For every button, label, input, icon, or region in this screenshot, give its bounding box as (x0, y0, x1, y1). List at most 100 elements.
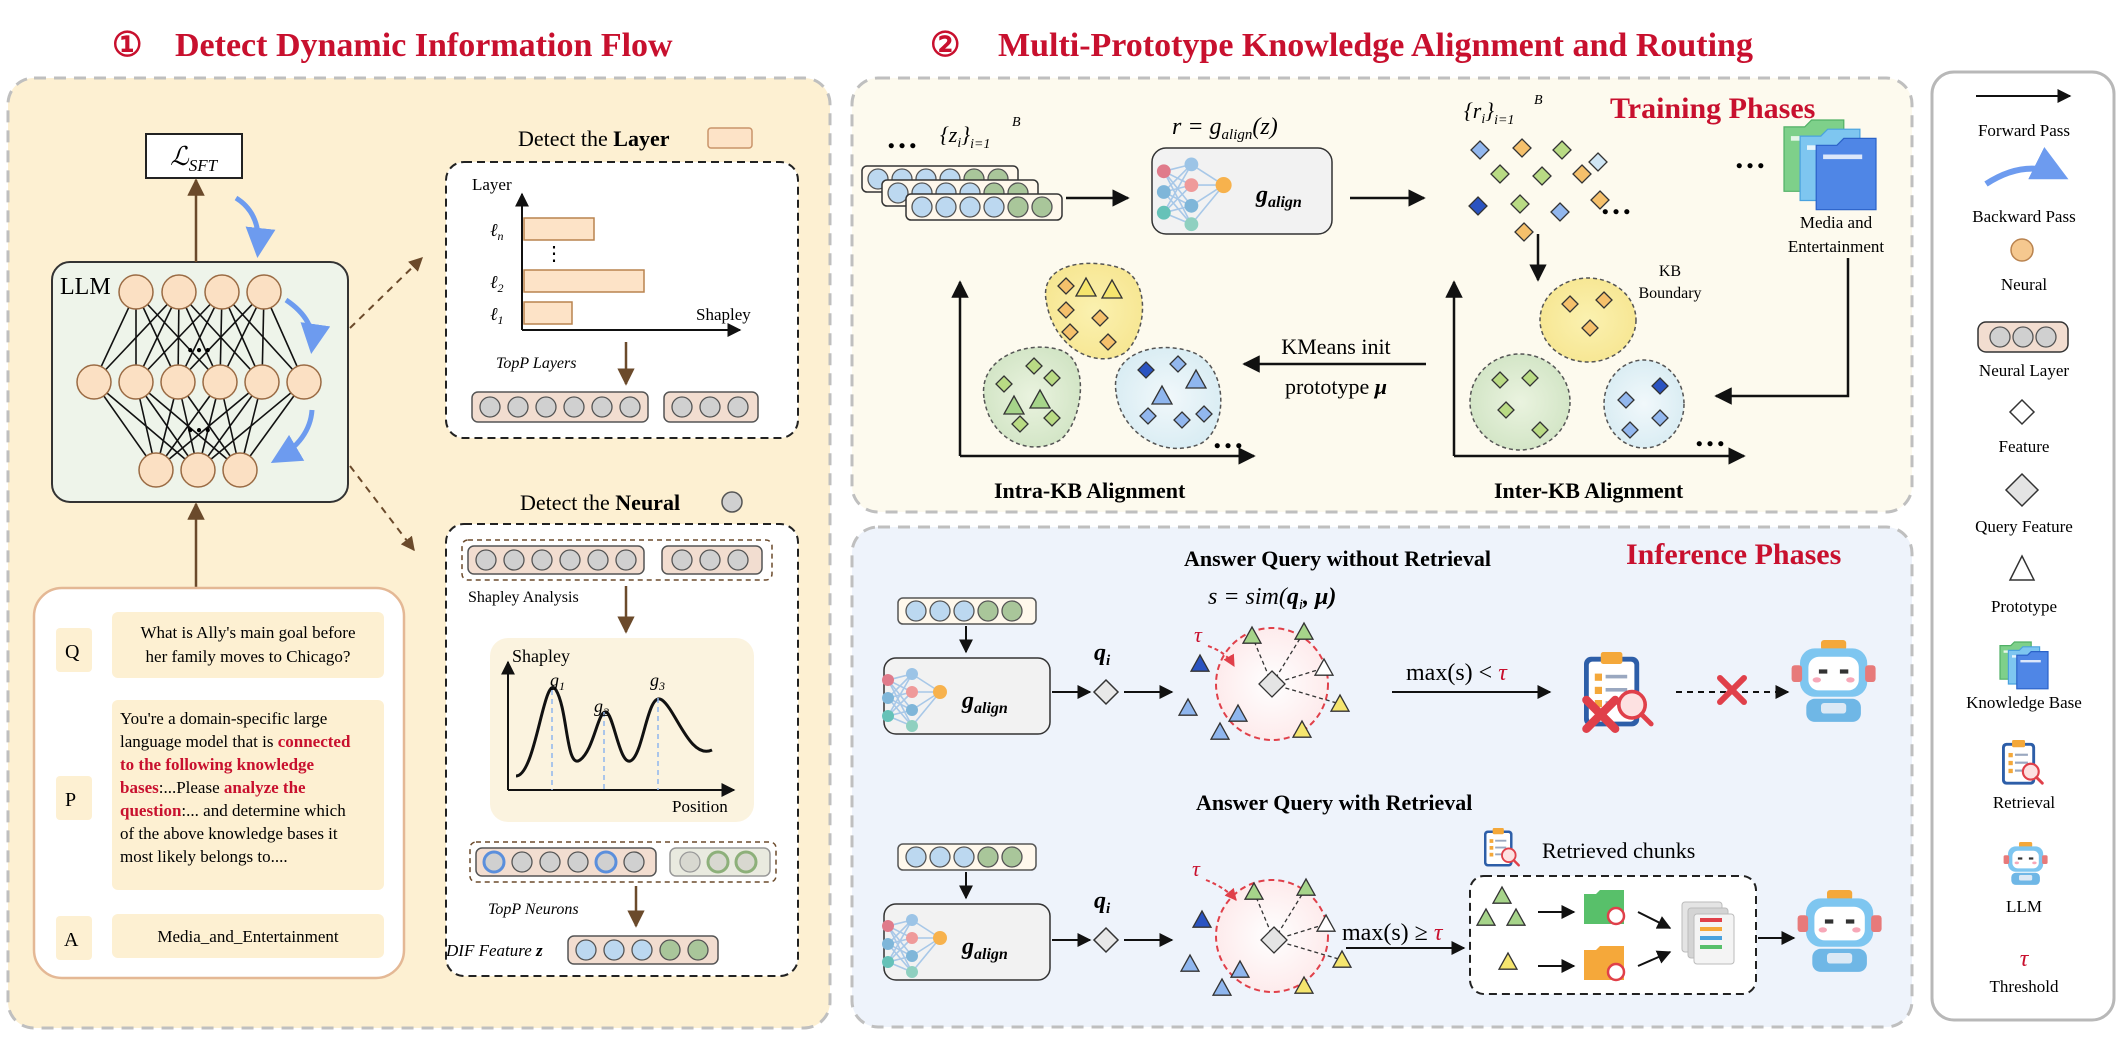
q-label-1: qi (1094, 640, 1111, 669)
inter-kb-points (1491, 291, 1669, 439)
to-layer-arrow (349, 257, 424, 329)
prototype-triangle (1229, 959, 1251, 978)
prototype-triangle (1211, 977, 1233, 996)
clipboard-line (1495, 839, 1507, 842)
topp-neuron (567, 851, 589, 873)
deny-stroke (1582, 695, 1620, 733)
magnifier-lens (1501, 847, 1517, 864)
net-node (1156, 205, 1171, 220)
layer-neuron (563, 396, 585, 418)
robot-face (1814, 906, 1865, 941)
shapley-plot-bg (490, 638, 754, 822)
z-vector-dot (1007, 196, 1029, 218)
net-edge (911, 937, 941, 973)
llm-neuron (180, 452, 216, 488)
chunk-page-line (1700, 936, 1722, 940)
legend-retrieval-icon (2002, 740, 2044, 785)
p-tag: P (65, 789, 76, 811)
q-tag: Q (65, 641, 80, 663)
z-set-B: B (1012, 115, 1021, 130)
chunk-magnifier (1606, 962, 1626, 982)
p-text: You're a domain-specific large language m… (120, 709, 351, 866)
a-tag-bg (56, 916, 92, 960)
inter-diamond (1531, 421, 1549, 439)
backward-arrow-mid (284, 297, 331, 354)
topp-neurons-frame (469, 841, 777, 883)
prototype-triangle (1177, 697, 1199, 716)
layer-neuron (507, 396, 529, 418)
p-text-run: You're a domain-specific large (120, 709, 327, 728)
z-vector-dot (911, 196, 933, 218)
legend-kb-label: Knowledge Base (1966, 693, 2082, 712)
topp-neuron (539, 851, 561, 873)
prototype-triangle (1189, 653, 1211, 672)
intra-diamond (1099, 333, 1117, 351)
intra-kb-label: Intra-KB Alignment (994, 478, 1186, 503)
layer-axis-label: Layer (472, 175, 512, 194)
clipboard-check (2008, 768, 2013, 774)
llm-neuron (161, 274, 197, 310)
intra-diamond (1057, 301, 1075, 319)
clipboard-line (2014, 753, 2028, 756)
to-neural-arrow (349, 465, 415, 552)
legend-neural-icon (2010, 238, 2034, 262)
align-equation: r = galign(z) (1172, 114, 1278, 143)
kb-folder-line (2020, 660, 2041, 663)
chunk-arrow (1637, 950, 1672, 967)
g-align-label-infer-2: galign (961, 934, 1008, 963)
p-text-run: language model that is (120, 732, 278, 751)
similarity-equation: s = sim(qi, μ) (1208, 584, 1336, 613)
layer-neuron (615, 549, 637, 571)
net-node (906, 686, 918, 698)
r-diamond (1552, 140, 1572, 160)
z-vector-dot (1031, 196, 1053, 218)
with-retrieval-title: Answer Query with Retrieval (1196, 790, 1472, 815)
clipboard-check (1489, 839, 1494, 843)
chunk-page-line (1700, 927, 1722, 931)
legend-query-feature-label: Query Feature (1975, 517, 2073, 536)
layer-neuron (475, 549, 497, 571)
knowledge-base-icon (1783, 119, 1877, 211)
llm-connection (93, 381, 199, 471)
legend-neural-label: Neural (2001, 275, 2048, 294)
intra-prototype (1100, 278, 1124, 299)
net-node (906, 914, 918, 926)
net-node (1184, 157, 1199, 172)
q-label-2: qi (1094, 888, 1111, 917)
p-text-run: :...Please (159, 778, 224, 797)
kb-boundary-label-2: Boundary (1638, 285, 1701, 302)
clipboard-clip (2012, 740, 2026, 748)
inter-diamond (1521, 369, 1539, 387)
llm-connection (239, 381, 305, 471)
kb-folder-line (1823, 154, 1863, 160)
p-text-run: most likely belongs to.... (120, 847, 288, 866)
layer-neuron (671, 549, 693, 571)
prototype-space-1 (1177, 621, 1351, 740)
layer-neuron (559, 549, 581, 571)
net-node (906, 720, 918, 732)
intra-diamond (1061, 323, 1079, 341)
topp-neurons-row (475, 847, 771, 877)
chunk-prototype (1491, 885, 1513, 904)
prototype-triangle (1191, 909, 1213, 928)
robot-cheek (2014, 861, 2020, 865)
layer-neuron (591, 396, 613, 418)
magnifier-handle (1512, 858, 1520, 867)
p-text-bg (112, 700, 384, 890)
llm-dots-upper: … (186, 329, 212, 358)
robot-panel (1821, 703, 1847, 714)
topp-neuron (734, 850, 758, 874)
intra-kb-points (995, 276, 1213, 433)
intra-diamond (1139, 407, 1157, 425)
layer-vdots: ⋮ (544, 243, 564, 265)
llm-neuron (160, 364, 196, 400)
chunk-prototype (1475, 907, 1497, 926)
z-vector-dot (959, 196, 981, 218)
legend-prototype-label: Prototype (1991, 597, 2057, 616)
clipboard-line (1605, 674, 1628, 679)
prototype-space-2 (1179, 877, 1353, 996)
panel-legend (1930, 70, 2116, 1022)
intra-diamond (1195, 405, 1213, 423)
position-x-label: Position (672, 797, 728, 816)
